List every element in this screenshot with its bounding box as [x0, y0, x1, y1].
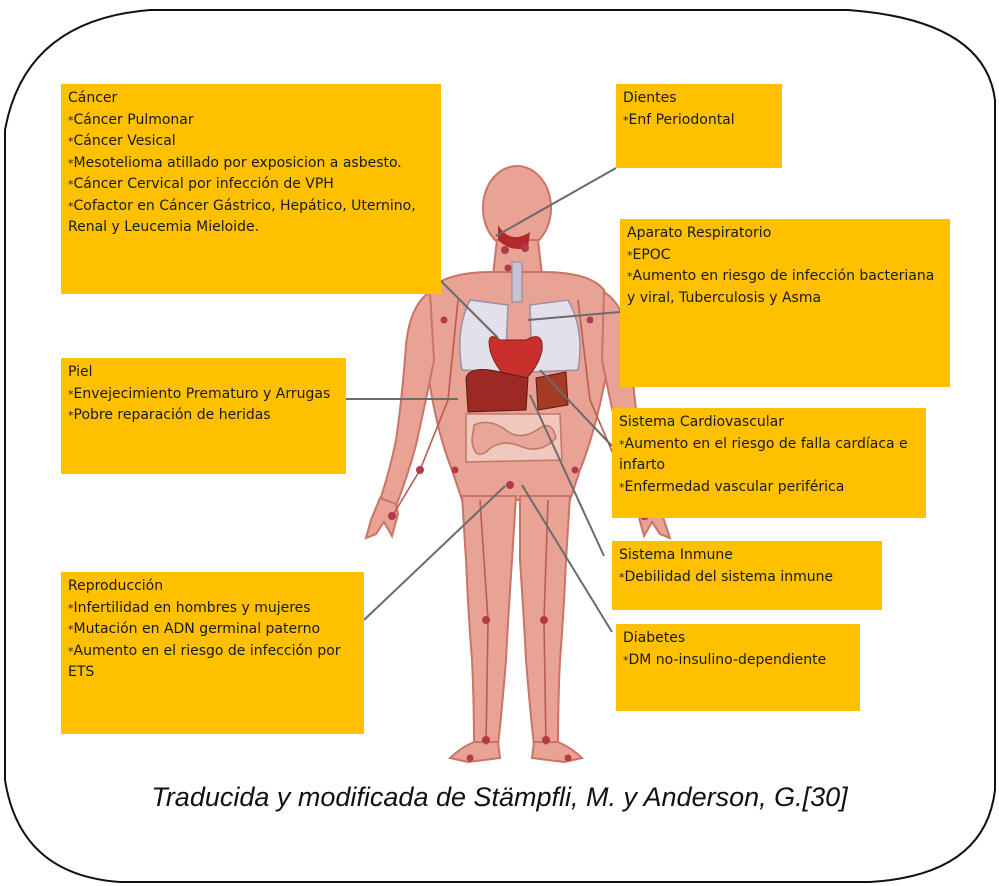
box-respiratorio: Aparato Respiratorio EPOC Aumento en rie… [620, 219, 950, 387]
intestines [466, 414, 562, 462]
box-cancer-item: Cáncer Vesical [68, 131, 434, 153]
box-diabetes-title: Diabetes [623, 628, 853, 650]
box-reproduccion-item: Aumento en el riesgo de infección por ET… [68, 641, 357, 684]
box-dientes-title: Dientes [623, 88, 775, 110]
box-inmune-title: Sistema Inmune [619, 545, 875, 567]
box-cardiovascular-title: Sistema Cardiovascular [619, 412, 919, 434]
box-reproduccion: Reproducción Infertilidad en hombres y m… [61, 572, 364, 734]
box-dientes: Dientes Enf Periodontal [616, 84, 782, 168]
figure-caption: Traducida y modificada de Stämpfli, M. y… [0, 782, 999, 813]
box-reproduccion-title: Reproducción [68, 576, 357, 598]
box-cancer-item: Cáncer Pulmonar [68, 110, 434, 132]
box-reproduccion-item: Infertilidad en hombres y mujeres [68, 598, 357, 620]
box-cardiovascular-item: Aumento en el riesgo de falla cardíaca e… [619, 434, 919, 477]
box-reproduccion-item: Mutación en ADN germinal paterno [68, 619, 357, 641]
box-cancer-item: Cáncer Cervical por infección de VPH [68, 174, 434, 196]
stomach [536, 372, 568, 410]
box-diabetes: Diabetes DM no-insulino-dependiente [616, 624, 860, 711]
trachea [512, 262, 522, 302]
box-respiratorio-item: EPOC [627, 245, 943, 267]
box-piel-item: Pobre reparación de heridas [68, 405, 339, 427]
liver [466, 370, 528, 412]
box-cancer-item: Mesotelioma atillado por exposicion a as… [68, 153, 434, 175]
box-cancer: Cáncer Cáncer Pulmonar Cáncer Vesical Me… [61, 84, 441, 294]
box-inmune: Sistema Inmune Debilidad del sistema inm… [612, 541, 882, 610]
box-cardiovascular-item: Enfermedad vascular periférica [619, 477, 919, 499]
box-piel-item: Envejecimiento Prematuro y Arrugas [68, 384, 339, 406]
box-respiratorio-title: Aparato Respiratorio [627, 223, 943, 245]
box-respiratorio-item: Aumento en riesgo de infección bacterian… [627, 266, 943, 309]
box-cancer-title: Cáncer [68, 88, 434, 110]
box-dientes-item: Enf Periodontal [623, 110, 775, 132]
box-cardiovascular: Sistema Cardiovascular Aumento en el rie… [612, 408, 926, 518]
box-inmune-item: Debilidad del sistema inmune [619, 567, 875, 589]
box-cancer-item: Cofactor en Cáncer Gástrico, Hepático, U… [68, 196, 434, 239]
box-piel: Piel Envejecimiento Prematuro y Arrugas … [61, 358, 346, 474]
box-piel-title: Piel [68, 362, 339, 384]
box-diabetes-item: DM no-insulino-dependiente [623, 650, 853, 672]
